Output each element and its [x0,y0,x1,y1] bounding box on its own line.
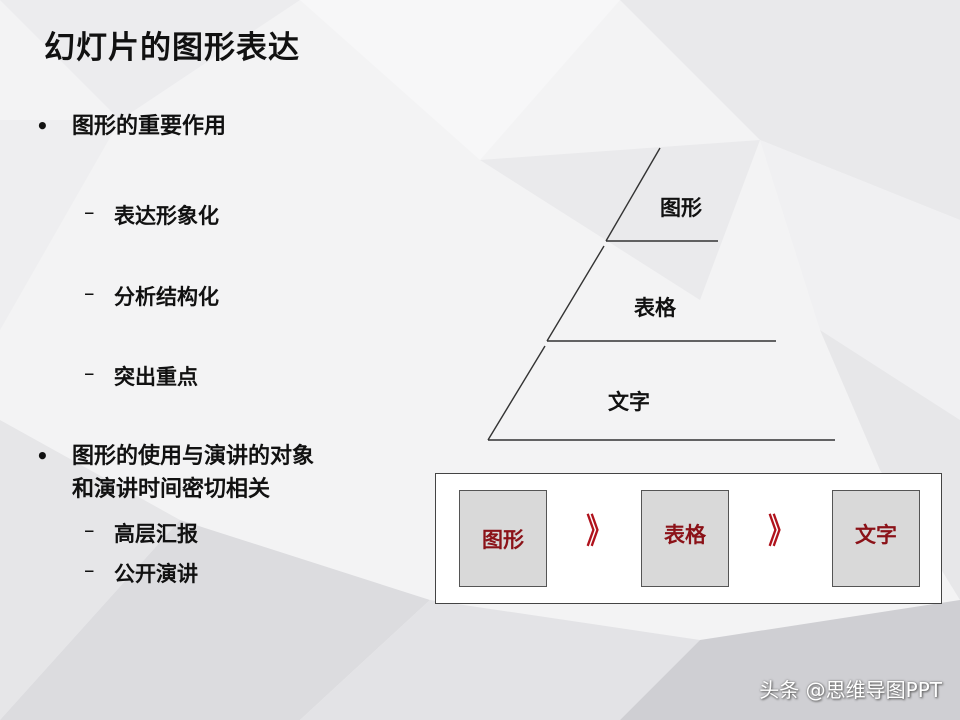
bullet-mark: • [36,114,49,138]
pyramid-label-table: 表格 [634,296,676,320]
sub-item: – 分析结构化 [84,281,219,311]
pyramid-edge-bottom [487,345,546,441]
bullet-importance: • 图形的重要作用 [36,110,227,143]
bullet-text-line2: 和演讲时间密切相关 [72,477,271,502]
flow-step-label: 文字 [855,523,897,547]
sub-item: – 高层汇报 [84,518,198,548]
flow-panel: 图形 》 表格 》 文字 [435,473,942,604]
sub-item-label: 突出重点 [114,365,198,389]
sub-item: – 公开演讲 [84,558,198,588]
pyramid-label-graphics: 图形 [660,196,702,220]
sub-item-label: 高层汇报 [114,522,198,546]
bullet-mark: • [36,444,49,468]
flow-step-graphics: 图形 [459,490,547,587]
pyramid-edge-middle [546,245,605,342]
dash-mark: – [84,281,95,305]
sub-item-label: 公开演讲 [114,562,198,586]
bullet-text: 图形的重要作用 [72,114,227,139]
dash-mark: – [84,361,95,385]
flow-step-table: 表格 [641,490,729,587]
flow-step-label: 图形 [482,528,524,552]
flow-step-text: 文字 [832,490,920,587]
sub-item-label: 分析结构化 [114,285,219,309]
pyramid-edge-top [605,147,661,242]
chevron-right-icon: 》 [768,512,794,552]
dash-mark: – [84,518,95,542]
slide-title: 幻灯片的图形表达 [44,30,300,66]
bullet-audience: • 图形的使用与演讲的对象 和演讲时间密切相关 [36,440,315,506]
pyramid-label-text: 文字 [608,390,650,414]
chevron-right-icon: 》 [586,512,612,552]
sub-item: – 突出重点 [84,361,198,391]
bullet-text-line1: 图形的使用与演讲的对象 [72,444,315,469]
sub-item: – 表达形象化 [84,200,219,230]
dash-mark: – [84,558,95,582]
sub-item-label: 表达形象化 [114,204,219,228]
watermark: 头条 @思维导图PPT [759,678,942,702]
flow-step-label: 表格 [664,523,706,547]
dash-mark: – [84,200,95,224]
